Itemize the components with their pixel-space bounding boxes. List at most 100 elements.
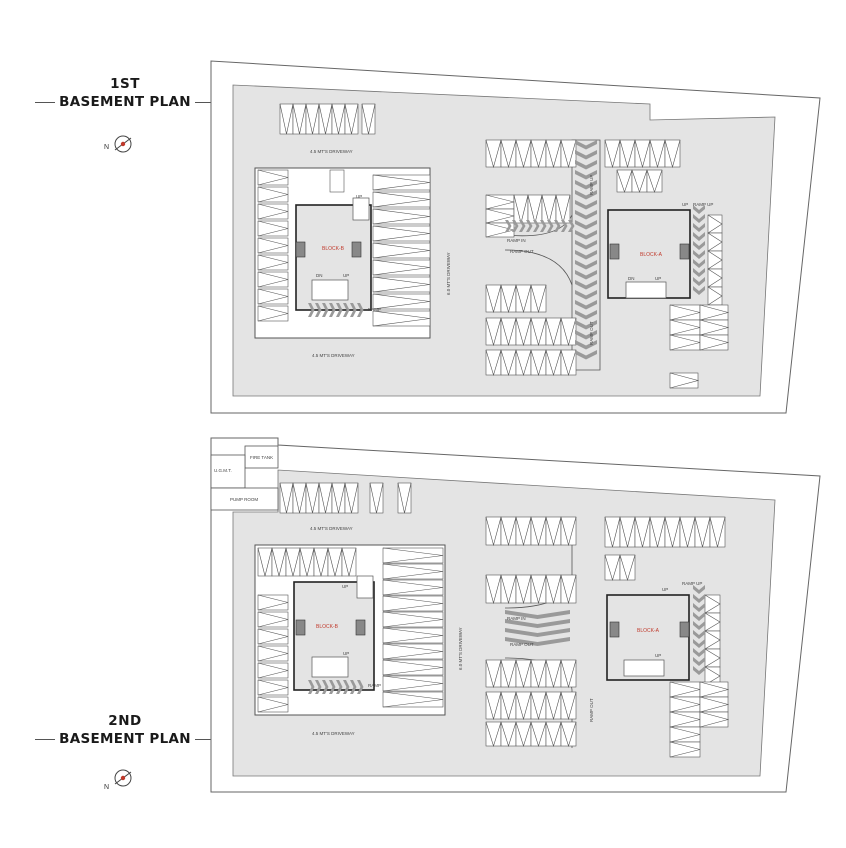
stair-label: RAMP: [368, 683, 381, 688]
first-basement-plan: 4.5 MT'S DRIVEWAY 4.5 MT'S DRIVEWAY 6.0 …: [210, 60, 821, 414]
parking-stall: [515, 574, 532, 605]
ramp-chevron: [575, 270, 597, 280]
parking-stall: [500, 139, 517, 169]
stair-label: DN: [628, 276, 635, 281]
ramp-chevron: [575, 160, 597, 170]
pump-room: [210, 487, 279, 511]
stair-label: UP: [662, 587, 668, 592]
parking-stall: [527, 194, 543, 224]
ramp-chevron: [575, 250, 597, 260]
parking-stall: [372, 225, 431, 242]
ramp-label: RAMP OUT: [589, 321, 594, 345]
ramp-chevron: [343, 303, 350, 317]
north-arrow-icon: N: [104, 769, 132, 791]
first-basement-title-level: 1ST: [110, 76, 140, 92]
ramp-label: RAMP OUT: [510, 249, 534, 254]
ramp-label: RAMP OUT: [589, 698, 594, 722]
parking-stall: [382, 595, 444, 612]
parking-stall: [500, 317, 517, 347]
parking-stall: [669, 726, 701, 743]
parking-stall: [257, 203, 289, 220]
ramp-chevron: [693, 603, 705, 612]
ramp-chevron: [512, 220, 519, 232]
parking-stall: [382, 547, 444, 564]
parking-stall: [372, 208, 431, 225]
parking-stall: [485, 691, 502, 721]
parking-stall: [707, 214, 723, 234]
parking-stall: [305, 482, 320, 514]
ramp-chevron: [575, 280, 597, 290]
parking-stall: [500, 516, 517, 547]
block-a-building: [606, 594, 690, 681]
ramp-chevron: [575, 330, 597, 340]
ramp-chevron: [575, 240, 597, 250]
parking-stall: [619, 139, 636, 169]
ramp-label: RAMP OUT: [510, 642, 534, 647]
parking-stall: [560, 659, 577, 689]
ramp-chevron: [533, 220, 540, 232]
parking-stall: [560, 349, 577, 377]
parking-stall: [382, 627, 444, 644]
parking-stall: [707, 268, 723, 288]
parking-stall: [649, 516, 666, 548]
ramp-chevron: [575, 350, 597, 360]
parking-stall: [500, 721, 517, 748]
parking-stall: [604, 139, 621, 169]
north-arrow-icon: N: [104, 135, 132, 153]
ramp-chevron: [505, 637, 570, 646]
parking-stall: [669, 334, 701, 351]
parking-stall: [372, 191, 431, 208]
ramp-chevron: [575, 180, 597, 190]
ramp-chevron: [308, 303, 315, 317]
ramp-chevron: [575, 140, 597, 150]
parking-stall: [560, 574, 577, 605]
ramp-chevron: [505, 628, 570, 637]
room-label: FIRE TANK: [250, 455, 273, 460]
block-label: BLOCK-B: [316, 624, 339, 630]
driveway-label: 4.5 MT'S DRIVEWAY: [310, 526, 353, 531]
parking-stall: [331, 482, 346, 514]
parking-stall: [679, 516, 696, 548]
parking-stall: [515, 139, 532, 169]
parking-stall: [704, 630, 721, 650]
parking-stall: [344, 482, 359, 514]
ramp-chevron: [575, 230, 597, 240]
ramp-chevron: [540, 220, 547, 232]
stair-label: UP: [655, 276, 661, 281]
parking-stall: [369, 482, 384, 514]
parking-stall: [530, 691, 547, 721]
ramp-chevron: [693, 223, 705, 232]
ramp-chevron: [693, 630, 705, 639]
parking-stall: [372, 242, 431, 259]
parking-stall: [257, 288, 289, 305]
parking-stall: [545, 721, 562, 748]
parking-stall: [299, 547, 315, 577]
parking-stall: [500, 659, 517, 689]
ramp-chevron: [693, 621, 705, 630]
ramp-chevron: [693, 232, 705, 241]
parking-stall: [372, 293, 431, 310]
ramp-chevron: [561, 220, 568, 232]
parking-stall: [619, 516, 636, 548]
ramp-chevron: [693, 268, 705, 277]
parking-stall: [530, 284, 547, 314]
ramp-chevron: [315, 680, 322, 694]
parking-stall: [485, 516, 502, 547]
ramp-chevron: [693, 277, 705, 286]
parking-stall: [500, 284, 517, 314]
parking-stall: [361, 103, 376, 135]
stair-label: UP: [343, 651, 349, 656]
ramp-chevron: [575, 320, 597, 330]
parking-stall: [515, 691, 532, 721]
parking-stall: [604, 554, 621, 582]
ramp-chevron: [693, 657, 705, 666]
stair-label: UP: [356, 194, 362, 199]
parking-stall: [699, 319, 730, 336]
ramp-chevron: [357, 680, 364, 694]
first-basement-title-text: BASEMENT PLAN: [59, 94, 191, 110]
ramp-chevron: [575, 220, 597, 230]
ramp-label: RAMP UP: [589, 175, 594, 195]
ramp-chevron: [336, 303, 343, 317]
